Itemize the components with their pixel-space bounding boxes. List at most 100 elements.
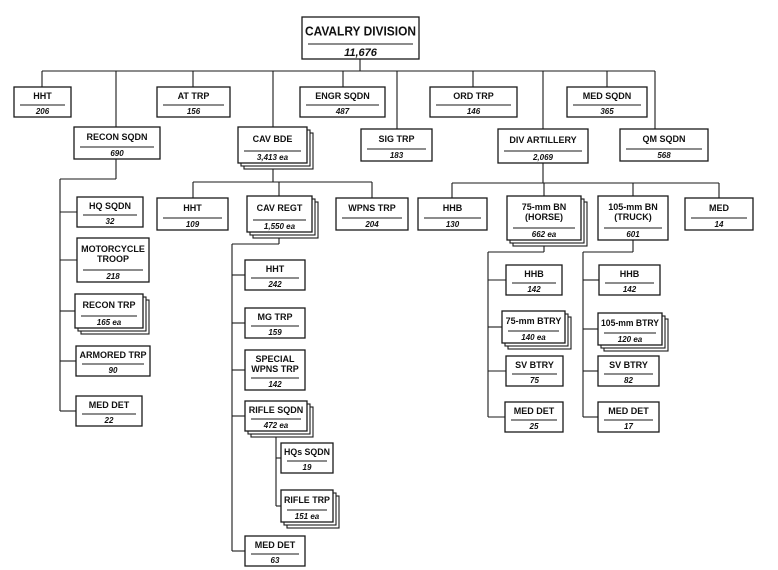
unit-box-frame [566, 86, 648, 118]
unit-box-frame [335, 197, 409, 231]
unit-strength: 75 [530, 376, 539, 385]
unit-box-frame [597, 312, 663, 346]
unit-strength: 204 [364, 220, 379, 229]
unit-label: CAV BDE [253, 134, 293, 144]
unit-strength: 120 ea [618, 335, 643, 344]
unit-strength: 32 [106, 217, 115, 226]
unit-box-frame [417, 197, 488, 231]
unit-label: CAV REGT [257, 203, 303, 213]
unit-strength: 568 [657, 151, 671, 160]
unit-label: CAVALRY DIVISION [305, 24, 416, 39]
unit-box-t105bt: 105-mm BTRY 120 ea [597, 312, 669, 352]
unit-box-h75sv: SV BTRY 75 [505, 355, 564, 387]
unit-label: SV BTRY [515, 360, 554, 370]
unit-box-frame [597, 355, 660, 387]
unit-label: SV BTRY [609, 360, 648, 370]
unit-box-frame [244, 400, 308, 432]
unit-label: TROOP [97, 254, 129, 264]
unit-strength: 22 [104, 416, 114, 425]
unit-strength: 662 ea [532, 230, 557, 239]
unit-box-frame [244, 349, 306, 391]
unit-box-frame [598, 264, 661, 296]
unit-box-riftrp: RIFLE TRP 151 ea [280, 489, 340, 529]
unit-strength: 183 [390, 151, 404, 160]
unit-box-frame [299, 86, 386, 118]
unit-box-frame [75, 395, 143, 427]
unit-strength: 3,413 ea [257, 153, 289, 162]
unit-strength: 218 [105, 272, 120, 281]
unit-box-frame [429, 86, 518, 118]
unit-label: HQs SQDN [284, 447, 330, 457]
unit-label: SPECIAL [255, 354, 295, 364]
unit-label: RIFLE SQDN [249, 405, 304, 415]
unit-label: RIFLE TRP [284, 495, 330, 505]
unit-box-frame [501, 310, 566, 344]
unit-box-frame [504, 401, 564, 433]
unit-box-frame [684, 197, 754, 231]
unit-label: MED DET [514, 406, 555, 416]
unit-label: (TRUCK) [614, 212, 652, 222]
unit-label: HHB [524, 269, 544, 279]
unit-box-t105hhb: HHB 142 [598, 264, 661, 296]
unit-box-frame [280, 489, 334, 523]
unit-label: DIV ARTILLERY [509, 135, 576, 145]
unit-strength: 487 [335, 107, 350, 116]
unit-box-frame [597, 401, 660, 433]
unit-label: HHT [183, 203, 202, 213]
unit-box-frame [619, 128, 709, 162]
unit-strength: 17 [624, 422, 633, 431]
unit-box-frame [301, 16, 420, 60]
unit-box-bn75: 75-mm BN(HORSE)662 ea [506, 195, 588, 247]
unit-box-frame [156, 197, 229, 231]
unit-box-frame [360, 128, 433, 162]
unit-box-frame [13, 86, 72, 118]
unit-box-rhq: HQ SQDN 32 [76, 196, 144, 228]
unit-strength: 365 [600, 107, 614, 116]
unit-strength: 142 [527, 285, 541, 294]
unit-label: HHB [443, 203, 463, 213]
unit-strength: 601 [626, 230, 640, 239]
unit-strength: 140 ea [521, 333, 546, 342]
unit-box-engr: ENGR SQDN 487 [299, 86, 386, 118]
unit-label: ENGR SQDN [315, 91, 370, 101]
unit-strength: 159 [268, 328, 282, 337]
unit-label: RECON TRP [82, 300, 135, 310]
unit-box-div: CAVALRY DIVISION 11,676 [301, 16, 420, 60]
unit-strength: 165 ea [97, 318, 122, 327]
unit-box-frame [75, 345, 151, 377]
unit-label: AT TRP [178, 91, 210, 101]
unit-box-frame [237, 126, 308, 164]
unit-strength: 151 ea [295, 512, 320, 521]
unit-box-frame [244, 307, 306, 339]
unit-box-frame [505, 264, 563, 296]
unit-strength: 14 [715, 220, 724, 229]
unit-strength: 11,676 [344, 47, 378, 59]
unit-box-frame [74, 293, 144, 329]
unit-strength: 142 [268, 380, 282, 389]
unit-label: 105-mm BTRY [601, 318, 659, 328]
unit-strength: 142 [623, 285, 637, 294]
unit-label: HQ SQDN [89, 201, 131, 211]
unit-label: 75-mm BN [522, 202, 567, 212]
unit-box-frame [156, 86, 231, 118]
unit-box-frame [280, 442, 334, 474]
unit-box-med: MED SQDN 365 [566, 86, 648, 118]
unit-label: MED SQDN [583, 91, 632, 101]
unit-label: HHB [620, 269, 640, 279]
unit-strength: 472 ea [263, 421, 289, 430]
